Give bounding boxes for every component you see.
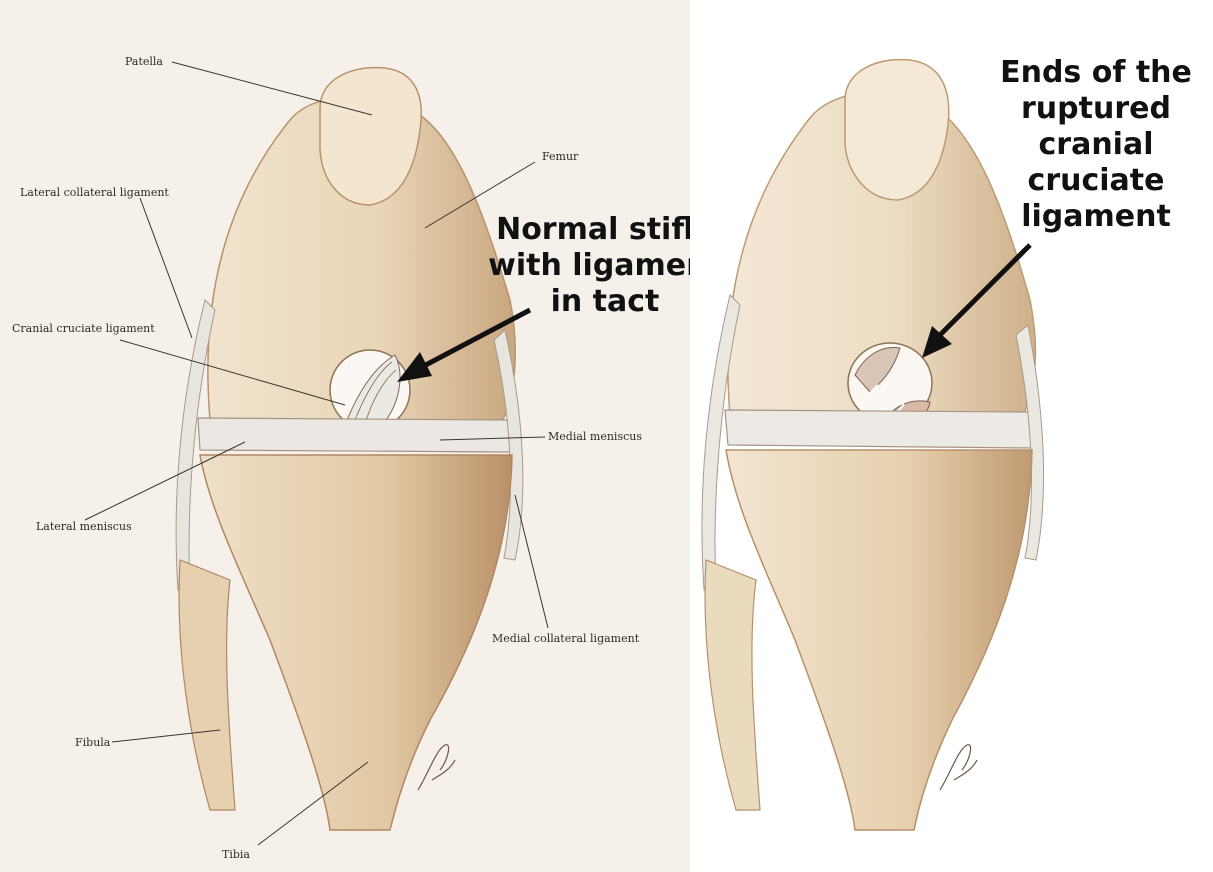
tibia-shape [200,455,512,830]
femur-label: Femur [542,150,578,163]
lateral-collateral-ligament-label: Lateral collateral ligament [20,186,169,199]
artist-signature [940,745,977,790]
fibula-shape [705,560,760,810]
fibula-label: Fibula [75,736,110,749]
meniscus-band [198,418,512,452]
tibia-shape [726,450,1032,830]
lateral-meniscus-label: Lateral meniscus [36,520,132,533]
tibia-label: Tibia [222,848,250,861]
artist-signature [418,745,455,790]
fibula-shape [179,560,235,810]
cranial-cruciate-ligament-label: Cranial cruciate ligament [12,322,155,335]
medial-meniscus-label: Medial meniscus [548,430,642,443]
ruptured-ligament-callout: Ends of the ruptured cranial cruciate li… [986,55,1206,235]
medial-collateral-ligament-label: Medial collateral ligament [492,632,639,645]
patella-label: Patella [125,55,163,68]
meniscus-band [725,410,1032,448]
normal-stifle-panel: Patella Femur Lateral collateral ligamen… [0,0,690,872]
ruptured-stifle-panel: Ends of the ruptured cranial cruciate li… [690,0,1213,872]
